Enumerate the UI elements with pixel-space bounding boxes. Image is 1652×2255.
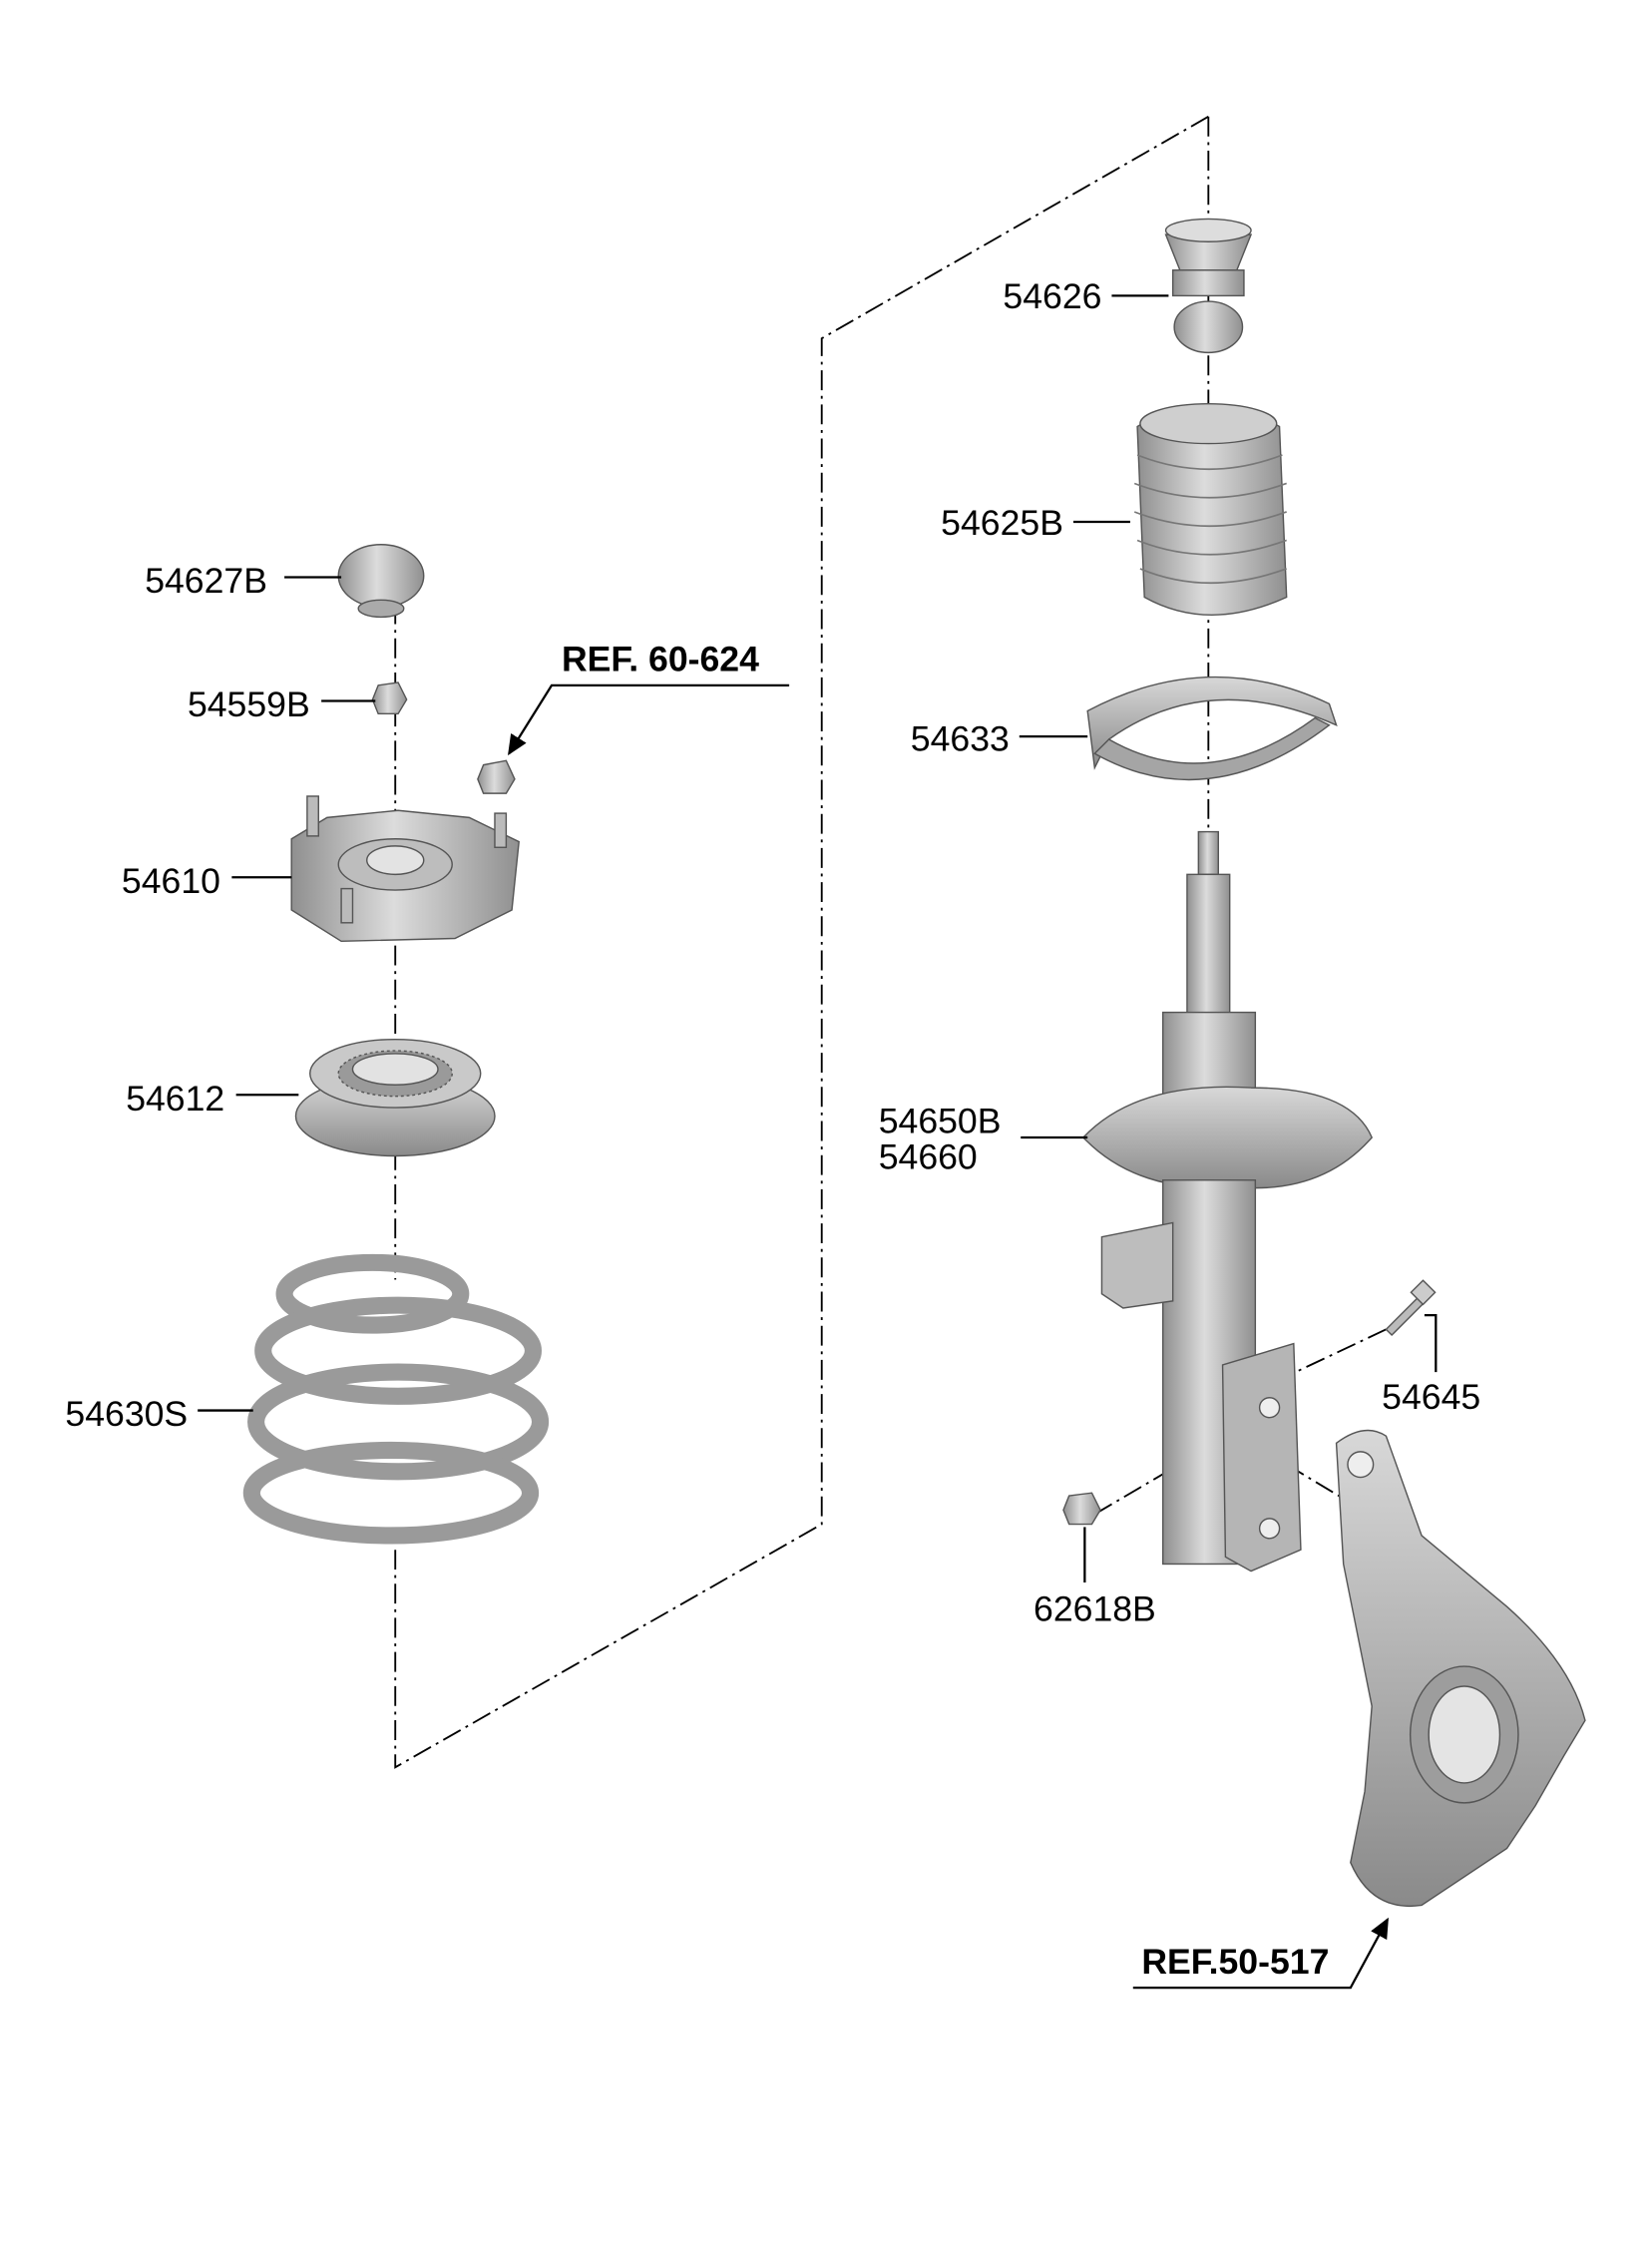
- part-number-label[interactable]: 54612: [126, 1079, 224, 1119]
- part-number-label[interactable]: 54633: [911, 718, 1010, 758]
- callout-54627B: 54627B: [145, 561, 342, 601]
- part-steering-knuckle[interactable]: [1335, 1429, 1586, 1908]
- part-62618B-nut[interactable]: [1062, 1492, 1101, 1526]
- part-number-label[interactable]: 54626: [1003, 276, 1101, 316]
- reference-label[interactable]: REF. 60-624: [562, 640, 759, 679]
- callout-54612: 54612: [126, 1079, 299, 1119]
- callout-54626: 54626: [1003, 276, 1169, 316]
- part-54610-strut-mount[interactable]: [290, 795, 520, 943]
- callout-54625B: 54625B: [941, 503, 1130, 543]
- callout-54630S: 54630S: [65, 1394, 253, 1434]
- reference-label[interactable]: REF.50-517: [1141, 1942, 1329, 1982]
- reference-60-624: REF. 60-624: [508, 640, 789, 756]
- part-54626-bump-stopper[interactable]: [1164, 218, 1253, 354]
- part-number-label[interactable]: 54559B: [188, 684, 310, 724]
- part-number-label[interactable]: 54660: [879, 1136, 978, 1176]
- part-number-label[interactable]: 54625B: [941, 503, 1063, 543]
- part-54650B-strut-assembly[interactable]: [1081, 830, 1374, 1573]
- part-54633-spring-pad[interactable]: [1086, 676, 1338, 781]
- callout-62618B: 62618B: [1033, 1527, 1156, 1628]
- part-ref-nut[interactable]: [477, 759, 516, 794]
- part-number-label[interactable]: 62618B: [1033, 1588, 1156, 1628]
- part-number-label[interactable]: 54630S: [65, 1394, 188, 1434]
- part-54612-bearing[interactable]: [294, 1038, 496, 1157]
- part-number-label[interactable]: 54610: [122, 861, 220, 901]
- reference-50-517: REF.50-517: [1132, 1917, 1389, 1990]
- callout-54559B: 54559B: [188, 684, 376, 724]
- part-number-label[interactable]: 54627B: [145, 561, 267, 601]
- callout-54633: 54633: [911, 718, 1088, 758]
- part-54627B-cap[interactable]: [337, 544, 425, 619]
- callout-54645: 54645: [1382, 1313, 1480, 1417]
- part-54630S-coil-spring[interactable]: [242, 1253, 550, 1545]
- part-number-label[interactable]: 54650B: [879, 1102, 1002, 1141]
- callout-54650B-54660: 54650B 54660: [879, 1102, 1088, 1176]
- part-54625B-dust-cover[interactable]: [1133, 402, 1288, 616]
- part-54645-bolt[interactable]: [1385, 1279, 1437, 1337]
- part-54559B-nut[interactable]: [371, 681, 408, 715]
- part-number-label[interactable]: 54645: [1382, 1377, 1480, 1417]
- callout-54610: 54610: [122, 861, 292, 901]
